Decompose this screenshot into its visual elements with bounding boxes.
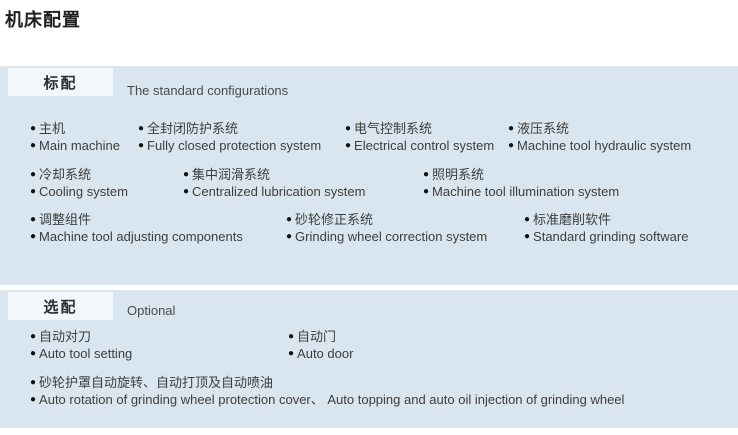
bullet-icon: ● [30,377,37,388]
config-line-en: ●Auto door [288,345,353,362]
bullet-icon: ● [30,394,37,405]
page-title: 机床配置 [5,10,81,30]
config-item-electrical-control: ●电气控制系统 ●Electrical control system [345,120,494,154]
bullet-icon: ● [138,140,145,151]
bullet-icon: ● [524,214,531,225]
config-line-zh: ●全封闭防护系统 [138,120,321,137]
bullet-icon: ● [288,348,295,359]
config-line-zh: ●自动门 [288,328,353,345]
bullet-icon: ● [183,169,190,180]
config-line-zh: ●自动对刀 [30,328,132,345]
config-item-en: Main machine [39,138,120,153]
config-item-en: Grinding wheel correction system [295,229,488,244]
config-line-en: ●Grinding wheel correction system [286,228,487,245]
config-item-grinding-software: ●标准磨削软件 ●Standard grinding software [524,211,688,245]
standard-section-subtitle: The standard configurations [127,83,289,98]
bullet-icon: ● [423,186,430,197]
bullet-icon: ● [30,348,37,359]
config-item-auto-door: ●自动门 ●Auto door [288,328,353,362]
config-line-en: ●Standard grinding software [524,228,688,245]
config-line-zh: ●冷却系统 [30,166,128,183]
config-item-zh: 自动对刀 [39,329,92,344]
config-item-en: Auto tool setting [39,346,133,361]
bullet-icon: ● [138,123,145,134]
config-line-zh: ●标准磨削软件 [524,211,688,228]
config-line-en: ●Cooling system [30,183,128,200]
config-line-en: ●Electrical control system [345,137,494,154]
optional-section-subtitle: Optional [127,303,176,318]
config-item-zh: 调整组件 [39,212,92,227]
config-item-zh: 砂轮护罩自动旋转、自动打顶及自动喷油 [39,375,274,390]
bullet-icon: ● [30,331,37,342]
bullet-icon: ● [30,231,37,242]
config-item-en: Electrical control system [354,138,495,153]
bullet-icon: ● [30,169,37,180]
config-line-en: ●Main machine [30,137,120,154]
config-item-en: Auto rotation of grinding wheel protecti… [39,392,625,407]
config-item-cooling-system: ●冷却系统 ●Cooling system [30,166,128,200]
config-item-wheel-correction: ●砂轮修正系统 ●Grinding wheel correction syste… [286,211,487,245]
bullet-icon: ● [345,140,352,151]
config-line-zh: ●主机 [30,120,120,137]
bullet-icon: ● [183,186,190,197]
config-item-hydraulic-system: ●液压系统 ●Machine tool hydraulic system [508,120,691,154]
bullet-icon: ● [286,214,293,225]
config-item-zh: 主机 [39,121,66,136]
config-item-zh: 标准磨削软件 [533,212,612,227]
config-item-zh: 全封闭防护系统 [147,121,239,136]
bullet-icon: ● [30,123,37,134]
config-line-en: ●Centralized lubrication system [183,183,365,200]
bullet-icon: ● [286,231,293,242]
config-item-en: Cooling system [39,184,128,199]
config-item-zh: 液压系统 [517,121,570,136]
config-line-en: ●Fully closed protection system [138,137,321,154]
config-line-en: ●Machine tool illumination system [423,183,619,200]
config-item-protection-system: ●全封闭防护系统 ●Fully closed protection system [138,120,321,154]
config-line-zh: ●调整组件 [30,211,243,228]
config-line-en: ●Auto rotation of grinding wheel protect… [30,391,624,408]
config-item-lubrication-system: ●集中润滑系统 ●Centralized lubrication system [183,166,365,200]
config-item-zh: 集中润滑系统 [192,167,271,182]
config-line-zh: ●电气控制系统 [345,120,494,137]
optional-section-label: 选配 [8,292,113,320]
config-item-en: Machine tool illumination system [432,184,620,199]
config-item-zh: 砂轮修正系统 [295,212,374,227]
bullet-icon: ● [288,331,295,342]
config-line-zh: ●照明系统 [423,166,619,183]
bullet-icon: ● [508,123,515,134]
config-item-zh: 电气控制系统 [354,121,433,136]
bullet-icon: ● [30,186,37,197]
standard-configurations-panel: 标配 The standard configurations ●主机 ●Main… [0,66,738,285]
config-item-en: Standard grinding software [533,229,689,244]
config-line-en: ●Auto tool setting [30,345,132,362]
bullet-icon: ● [345,123,352,134]
config-line-zh: ●砂轮修正系统 [286,211,487,228]
bullet-icon: ● [30,140,37,151]
config-line-zh: ●集中润滑系统 [183,166,365,183]
bullet-icon: ● [508,140,515,151]
config-item-auto-rotation-topping-oil: ●砂轮护罩自动旋转、自动打顶及自动喷油 ●Auto rotation of gr… [30,374,624,408]
config-item-en: Machine tool adjusting components [39,229,243,244]
bullet-icon: ● [524,231,531,242]
config-item-en: Fully closed protection system [147,138,322,153]
standard-section-label: 标配 [8,68,113,96]
config-item-en: Centralized lubrication system [192,184,366,199]
optional-configurations-panel: 选配 Optional ●自动对刀 ●Auto tool setting ●自动… [0,290,738,428]
config-line-en: ●Machine tool adjusting components [30,228,243,245]
config-item-zh: 照明系统 [432,167,485,182]
config-item-en: Machine tool hydraulic system [517,138,692,153]
config-item-illumination-system: ●照明系统 ●Machine tool illumination system [423,166,619,200]
config-line-en: ●Machine tool hydraulic system [508,137,691,154]
bullet-icon: ● [423,169,430,180]
config-item-zh: 冷却系统 [39,167,92,182]
config-item-en: Auto door [297,346,354,361]
bullet-icon: ● [30,214,37,225]
config-item-auto-tool-setting: ●自动对刀 ●Auto tool setting [30,328,132,362]
config-item-main-machine: ●主机 ●Main machine [30,120,120,154]
config-line-zh: ●液压系统 [508,120,691,137]
config-line-zh: ●砂轮护罩自动旋转、自动打顶及自动喷油 [30,374,624,391]
config-item-adjusting-components: ●调整组件 ●Machine tool adjusting components [30,211,243,245]
config-item-zh: 自动门 [297,329,337,344]
